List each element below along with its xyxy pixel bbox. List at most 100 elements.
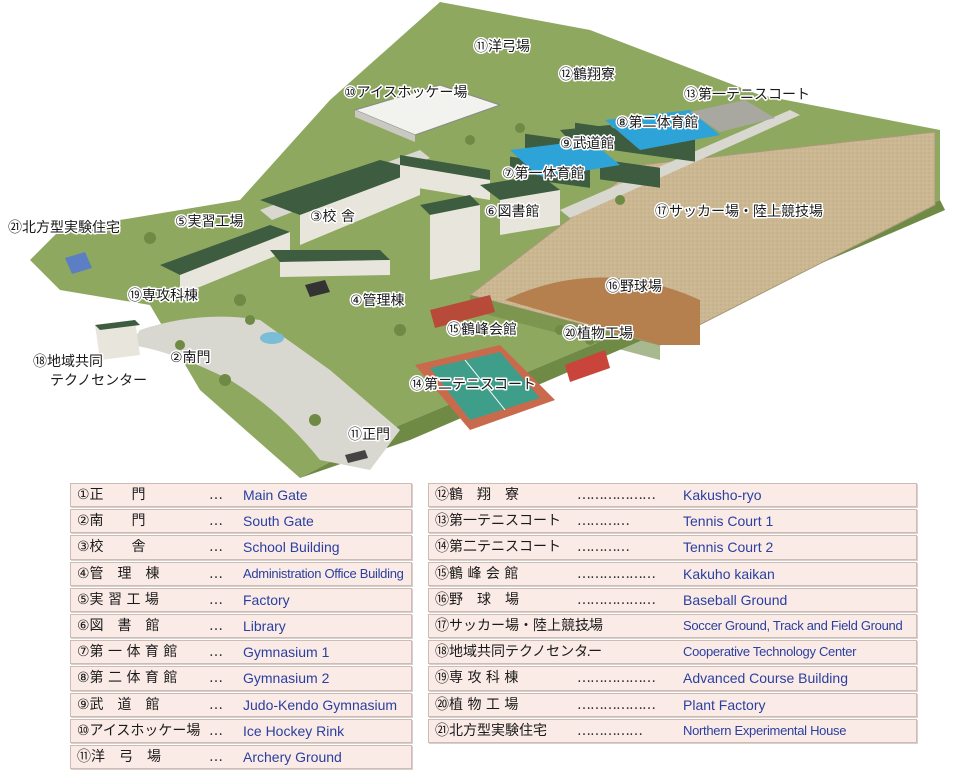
legend-row: ④管 理 棟…Administration Office Building — [70, 561, 412, 586]
label-tennis2: ⑭第二テニスコート — [410, 376, 536, 393]
legend-leader-dots: … — [209, 722, 223, 739]
tennis1 — [690, 100, 775, 132]
legend-leader-dots: ……………… — [577, 487, 656, 503]
legend-leader-dots: … — [209, 617, 223, 634]
legend-leader-dots: … — [209, 539, 223, 556]
label-tennis1: ⑬第一テニスコート — [684, 86, 810, 103]
legend-row: ⑱地域共同テクノセンター…Cooperative Technology Cent… — [428, 640, 917, 665]
legend-leader-dots: ……………… — [577, 591, 656, 608]
legend-leader-dots: … — [209, 487, 223, 503]
legend-leader-dots: … — [577, 644, 591, 661]
gym1-roof — [510, 140, 620, 178]
map-labels: ⑪正門 ②南門 ③校 舎 ④管理棟 ⑤実習工場 ⑥図書館 ⑦第一体育館 ⑧第二体… — [7, 38, 825, 445]
road-east — [560, 110, 800, 218]
legend-row: ⑳植 物 工 場 ……………… Plant Factory — [428, 692, 917, 717]
legend-name-en: School Building — [243, 539, 340, 556]
label-factory: ⑤実習工場 — [175, 214, 244, 230]
legend-name-jp: ④管 理 棟 — [77, 565, 160, 582]
legend-name-en: Library — [243, 617, 286, 634]
legend-row: ⑮鶴 峰 会 館 ……………… Kakuho kaikan — [428, 561, 917, 586]
trees — [144, 123, 625, 426]
legend-name-en: Ice Hockey Rink — [243, 722, 345, 739]
legend-leader-dots: ……………… — [577, 565, 656, 582]
budokan-roof — [560, 125, 625, 147]
gym2-roof — [605, 110, 720, 150]
legend-leader-dots: ……………… — [577, 670, 656, 687]
legend-row: ⑩アイスホッケー場 … Ice Hockey Rink — [70, 718, 412, 743]
kaikan — [430, 295, 495, 328]
baseball-diamond — [505, 277, 700, 345]
legend-name-jp: ⑱地域共同テクノセンター — [435, 644, 603, 661]
legend-name-en: Plant Factory — [683, 696, 766, 713]
legend-name-jp: ①正 門 — [77, 487, 146, 503]
legend-row: ⑤実 習 工 場…Factory — [70, 587, 412, 612]
legend-name-jp: ⑳植 物 工 場 — [435, 696, 519, 713]
label-archery: ⑪洋弓場 — [474, 39, 530, 55]
legend-name-en: Factory — [243, 591, 290, 608]
legend-name-jp: ⑰サッカー場・陸上競技場 — [435, 617, 603, 634]
label-house: ㉑北方型実験住宅 — [8, 220, 120, 236]
label-budokan: ⑨武道館 — [560, 135, 615, 152]
label-admin: ④管理棟 — [350, 293, 405, 309]
main-gate — [345, 450, 368, 463]
legend-row: ⑨武 道 館…Judo-Kendo Gymnasium — [70, 692, 412, 717]
icerink-building — [353, 84, 502, 136]
legend-name-jp: ③校 舎 — [77, 539, 146, 556]
legend-name-jp: ⑭第二テニスコート — [435, 539, 561, 556]
tech-center — [95, 320, 140, 360]
legend-name-jp: ⑬第一テニスコート — [435, 513, 561, 530]
legend-name-jp: ⑪洋 弓 場 — [77, 748, 161, 765]
legend-name-jp: ㉑北方型実験住宅 — [435, 722, 547, 739]
legend-name-jp: ⑯野 球 場 — [435, 591, 519, 608]
legend-name-jp: ⑧第 二 体 育 館 — [77, 670, 178, 687]
legend-row: ⑬第一テニスコート…………Tennis Court 1 — [428, 509, 917, 534]
legend-name-jp: ⑦第 一 体 育 館 — [77, 644, 178, 661]
legend-name-en: Tennis Court 2 — [683, 539, 774, 556]
legend-name-jp: ⑥図 書 館 — [77, 617, 160, 634]
legend-leader-dots: … — [209, 696, 223, 713]
legend-name-en: Archery Ground — [243, 748, 342, 765]
legend-row: ⑧第 二 体 育 館…Gymnasium 2 — [70, 666, 412, 691]
legend-name-en: Baseball Ground — [683, 591, 788, 608]
legend-row: ⑪洋 弓 場 … Archery Ground — [70, 744, 412, 770]
legend-name-en: Kakuho kaikan — [683, 565, 775, 582]
legend-row: ⑲専 攻 科 棟………………Advanced Course Building — [428, 666, 917, 691]
legend-name-en: Northern Experimental House — [683, 722, 847, 738]
label-gym1: ⑦第一体育館 — [502, 165, 585, 182]
field-hedge — [470, 295, 660, 360]
campus-road — [130, 316, 400, 470]
label-gym2: ⑧第二体育館 — [616, 114, 699, 131]
label-advanced: ⑲専攻科棟 — [128, 288, 198, 304]
label-dorm: ⑫鶴翔寮 — [559, 66, 615, 83]
legend-leader-dots: … — [209, 565, 223, 582]
legend-name-en: Tennis Court 1 — [683, 513, 774, 530]
legend-row: ⑰サッカー場・陸上競技場…Soccer Ground, Track and Fi… — [428, 613, 917, 639]
legend-name-jp: ⑮鶴 峰 会 館 — [435, 565, 519, 582]
label-south-gate: ②南門 — [170, 350, 211, 366]
tech-center-roof — [95, 320, 140, 330]
label-plant: ⑳植物工場 — [563, 326, 633, 342]
legend-row: ⑫鶴 翔 寮………………Kakusho-ryo — [428, 483, 917, 508]
label-school: ③校 舎 — [310, 208, 355, 225]
legend-row: ⑯野 球 場 ……………… Baseball Ground — [428, 587, 917, 612]
legend-name-jp: ⑩アイスホッケー場 — [77, 722, 201, 739]
legend-name-jp: ②南 門 — [77, 513, 146, 530]
legend-name-en: Kakusho-ryo — [683, 487, 762, 503]
label-kaikan: ⑮鶴峰会館 — [447, 321, 517, 338]
school-building — [160, 155, 560, 295]
legend-name-en: Gymnasium 2 — [243, 670, 330, 687]
label-soccer: ⑰サッカー場・陸上競技場 — [655, 204, 823, 220]
northern-house — [65, 252, 92, 274]
label-main-gate: ⑪正門 — [348, 427, 390, 443]
legend-name-en: Soccer Ground, Track and Field Ground — [683, 617, 903, 633]
legend-name-jp: ⑨武 道 館 — [77, 696, 160, 713]
admin-gate-roof — [305, 280, 330, 297]
label-tech-center-2: テクノセンター — [50, 373, 147, 389]
plant-factory — [565, 350, 610, 382]
legend-leader-dots: ………… — [577, 539, 630, 556]
legend-row: ⑦第 一 体 育 館…Gymnasium 1 — [70, 640, 412, 665]
legend-row: ③校 舎 … School Building — [70, 535, 412, 560]
legend-leader-dots: … — [209, 748, 223, 765]
legend-leader-dots: ……………… — [577, 696, 656, 713]
